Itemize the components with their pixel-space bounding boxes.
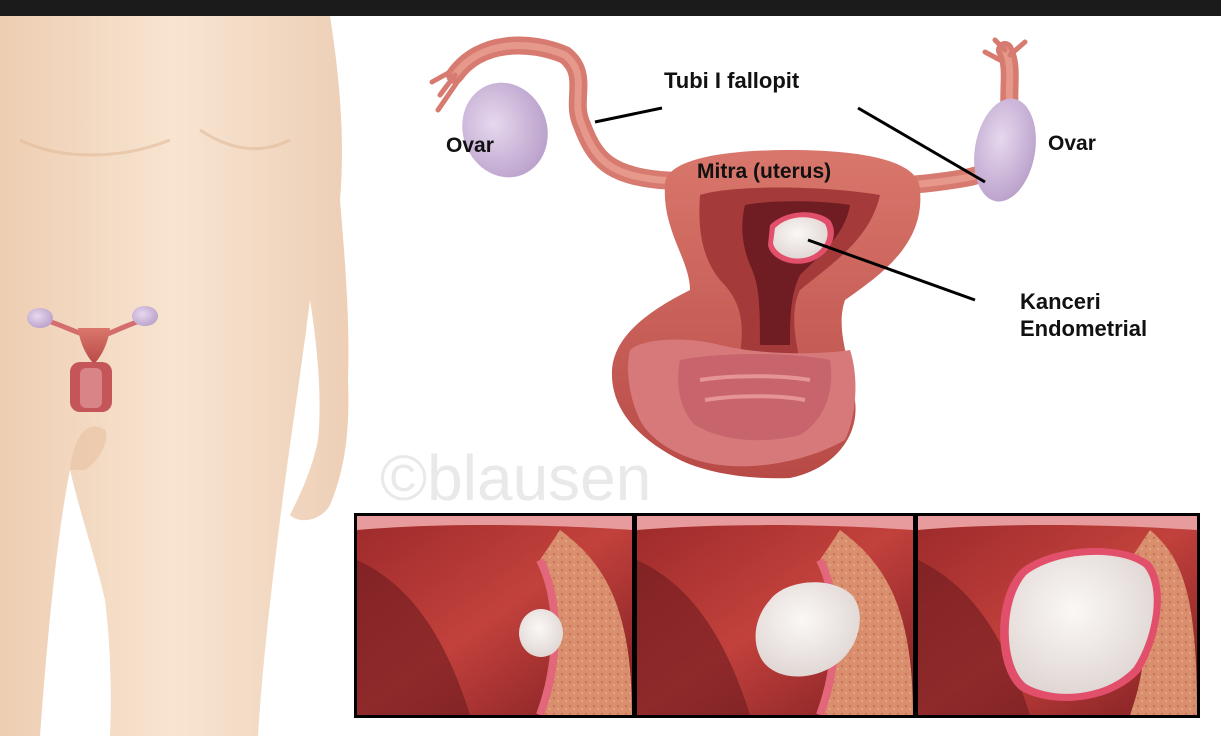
label-fallopian-tubes: Tubi I fallopit xyxy=(664,68,800,93)
stage-panel-3 xyxy=(918,516,1197,715)
watermark: ©blausen xyxy=(380,442,651,514)
uterus xyxy=(612,150,920,478)
tumor-stage-1 xyxy=(519,609,563,657)
label-cancer-line1: Kanceri xyxy=(1020,289,1101,314)
label-ovary-left: Ovar xyxy=(446,134,494,157)
stage-panel-2 xyxy=(637,516,913,715)
body-silhouette xyxy=(0,16,348,736)
label-ovary-right: Ovar xyxy=(1048,132,1096,155)
label-uterus: Mitra (uterus) xyxy=(697,160,831,183)
left-ovary xyxy=(449,71,561,190)
label-cancer-line2: Endometrial xyxy=(1020,316,1147,341)
right-ovary xyxy=(966,94,1043,207)
stage-panels xyxy=(354,513,1200,718)
stage-panel-1 xyxy=(357,516,632,715)
